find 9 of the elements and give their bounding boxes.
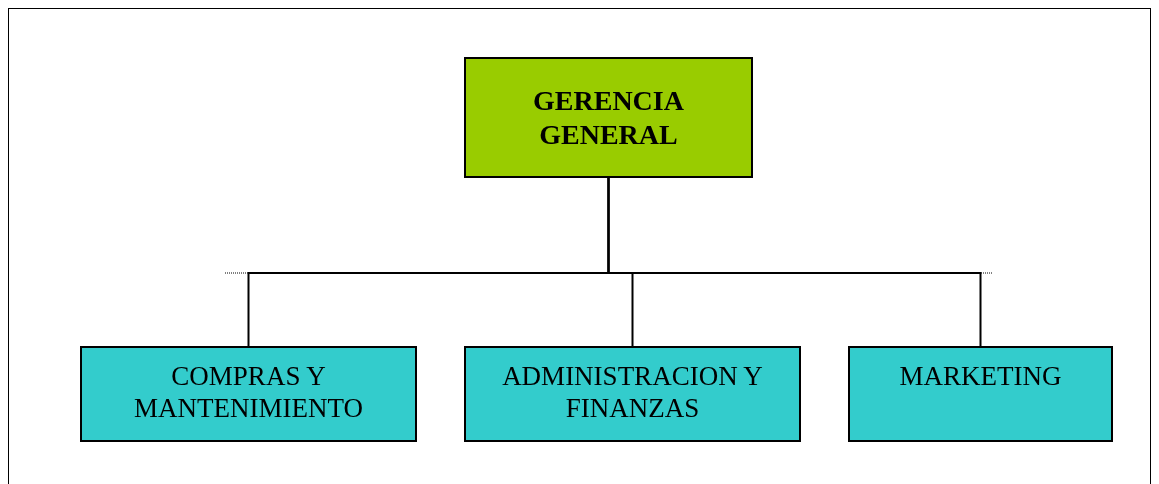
- connector-line: [607, 177, 982, 347]
- box-label: COMPRAS Y MANTENIMIENTO: [133, 360, 364, 425]
- head-office-box: [464, 57, 753, 178]
- box-label: GERENCIA GENERAL: [532, 83, 685, 152]
- department-box: [464, 346, 801, 442]
- box-label: MARKETING: [898, 360, 1063, 393]
- department-box: [80, 346, 417, 442]
- box-label: ADMINISTRACION Y FINANZAS: [501, 360, 764, 425]
- department-box: [848, 346, 1113, 442]
